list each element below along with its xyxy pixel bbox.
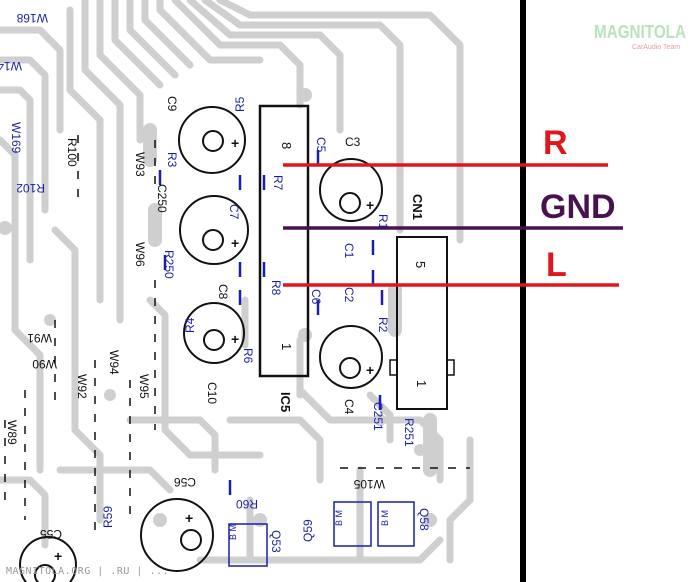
signal-label-right: R — [543, 124, 568, 162]
label-w169: W169 — [9, 122, 23, 154]
label-c55: C55 — [40, 527, 62, 541]
label-r8: R8 — [269, 280, 283, 296]
plus-sign-c55: + — [54, 548, 62, 564]
label-w93: W93 — [133, 152, 147, 177]
transistor-outlines — [228, 501, 415, 567]
label-r60: R60 — [236, 497, 258, 511]
label-c8: C8 — [216, 284, 230, 300]
plus-sign-c8: + — [231, 331, 239, 347]
pcb-pads — [0, 88, 437, 527]
pcb-traces — [0, 0, 474, 564]
label-r1: R1 — [376, 214, 390, 230]
label-r100: R100 — [65, 138, 79, 167]
cn1-tab-right — [447, 359, 455, 376]
ic5-pin-1: 1 — [279, 343, 294, 350]
label-w94: W94 — [107, 350, 121, 375]
label-c1: C1 — [342, 243, 356, 259]
label-c6: C6 — [309, 289, 323, 305]
label-r5: R5 — [233, 96, 247, 112]
label-c4: C4 — [342, 399, 356, 415]
label-c7: C7 — [227, 204, 241, 220]
label-q58: Q58 — [417, 508, 431, 531]
label-r2: R2 — [376, 317, 390, 333]
label-q53: Q53 — [269, 530, 283, 553]
ic5-body — [258, 104, 310, 378]
label-c10: C10 — [205, 382, 219, 404]
logo-text: MAGNITOLA — [594, 22, 686, 42]
footer-watermark: MAGNITOLA.ORG | .RU | ... — [6, 566, 170, 577]
jumper-wires — [4, 135, 470, 540]
label-r6: R6 — [241, 348, 255, 364]
label-w14: W14 — [0, 59, 22, 73]
cn1-pin-5: 5 — [413, 261, 428, 268]
label-c5: C5 — [314, 137, 328, 153]
label-r250: R250 — [162, 250, 176, 279]
label-w90: W90 — [32, 357, 57, 371]
cn1-tab-left — [389, 359, 397, 376]
label-r3: R3 — [165, 152, 179, 168]
label-w105: W105 — [353, 477, 385, 491]
label-r7: R7 — [271, 175, 285, 191]
capacitor-outlines — [19, 106, 383, 582]
ic5-pin-8: 8 — [279, 142, 294, 149]
label-w91: W91 — [27, 331, 52, 345]
label-c251: C251 — [371, 402, 385, 431]
cn1-pin-1: 1 — [414, 380, 429, 387]
plus-sign-c56: + — [185, 510, 193, 526]
label-r59: R59 — [101, 506, 115, 528]
logo-subtext: CarAudio Team — [632, 44, 680, 51]
cn1-body — [396, 236, 448, 410]
plus-sign-c4: + — [366, 362, 374, 378]
label-w89: W89 — [5, 420, 19, 445]
label-w96: W96 — [133, 242, 147, 267]
plus-sign-c3: + — [366, 197, 374, 213]
plus-sign-c7: + — [231, 235, 239, 251]
label-c9: C9 — [165, 96, 179, 112]
label-c3: C3 — [345, 135, 361, 149]
label-bm-q59: B M — [334, 510, 344, 526]
label-w168: W168 — [16, 11, 48, 25]
signal-label-ground: GND — [540, 188, 616, 226]
label-q59: Q59 — [301, 519, 315, 542]
label-r251: R251 — [402, 418, 416, 447]
label-w95: W95 — [137, 374, 151, 399]
label-c250: C250 — [155, 184, 169, 213]
label-r4: R4 — [183, 317, 197, 333]
label-w92: W92 — [75, 374, 89, 399]
magnitola-logo: MAGNITOLA CarAudio Team — [594, 22, 686, 51]
cn1-label: CN1 — [410, 194, 425, 220]
signal-label-left: L — [546, 246, 567, 284]
label-bm-q53: B M — [228, 524, 238, 540]
ic5-label: IC5 — [278, 392, 293, 412]
plus-sign-c9: + — [231, 135, 239, 151]
label-bm-q58: B M — [380, 510, 390, 526]
capacitor-centers — [34, 130, 361, 582]
label-c56: C56 — [174, 475, 196, 489]
smd-marks — [158, 150, 384, 495]
label-c2: C2 — [342, 287, 356, 303]
label-r102: R102 — [16, 181, 45, 195]
